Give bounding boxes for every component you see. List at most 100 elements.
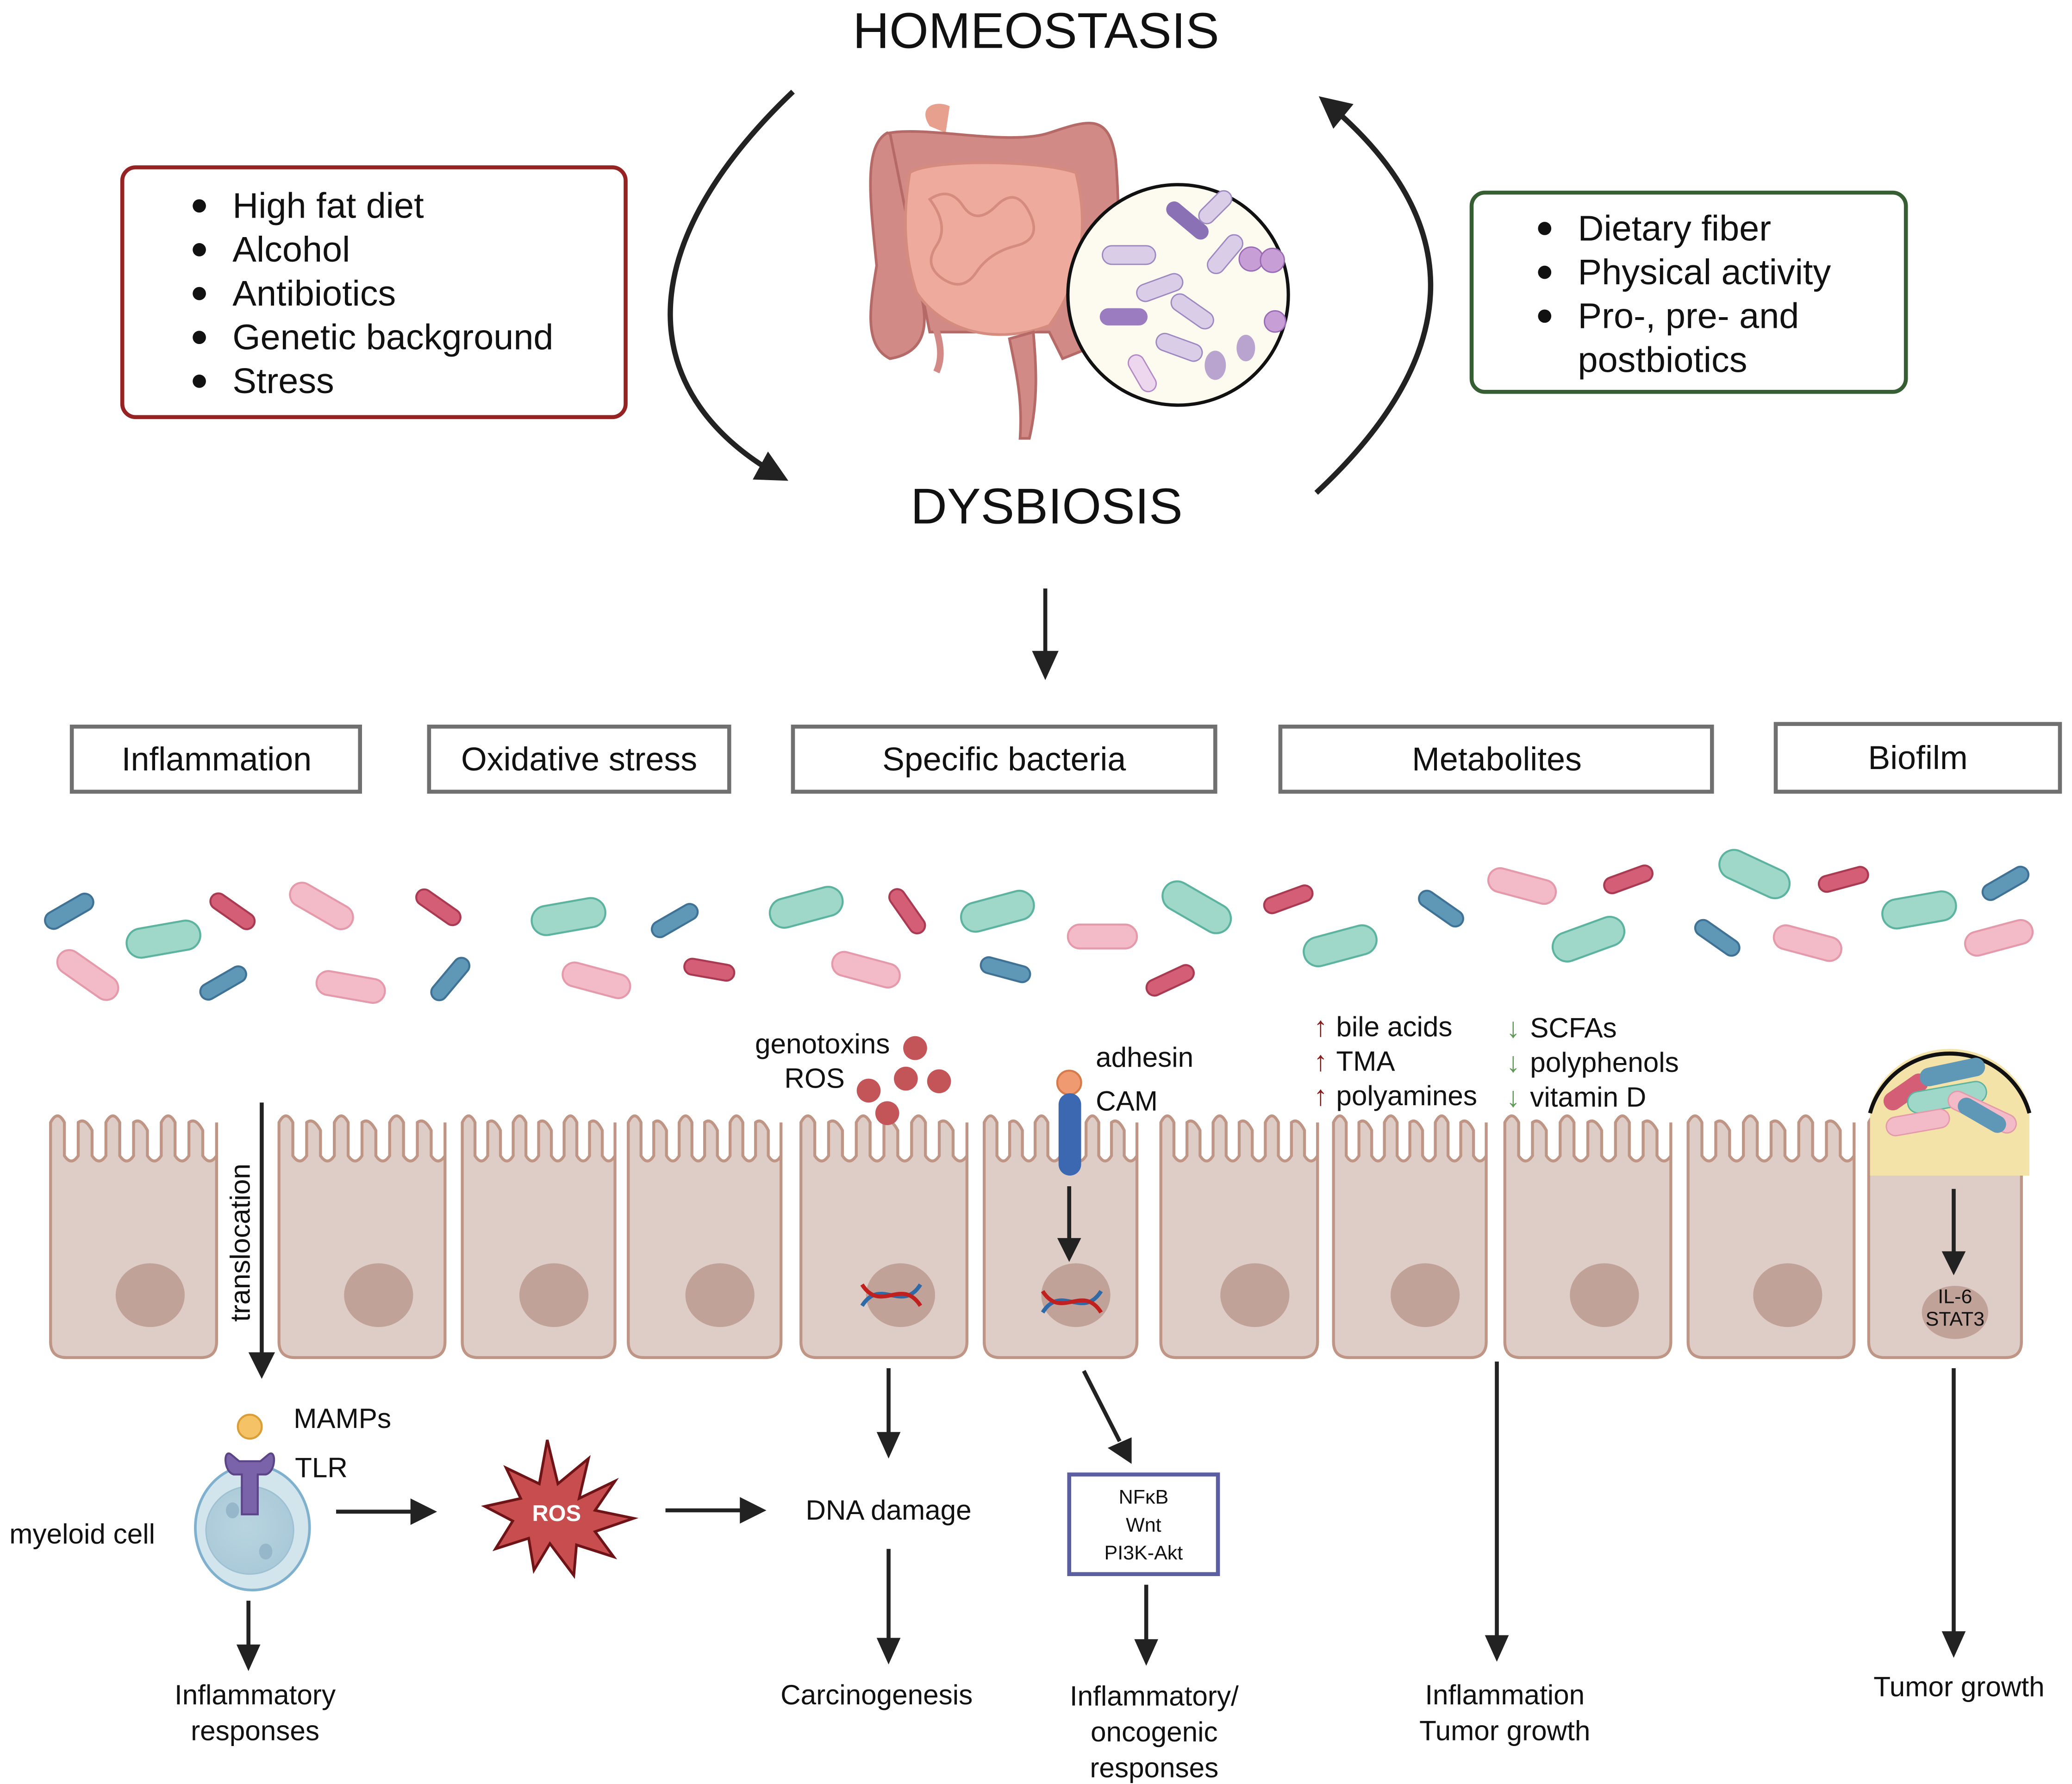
metabolite-down: SCFAs — [1530, 1012, 1616, 1044]
metabolites-up-list: ↑ bile acids ↑ TMA ↑ polyamines — [1314, 1011, 1477, 1111]
cam-to-pathways-arrowhead — [1107, 1437, 1132, 1464]
epithelial-cell — [461, 1114, 617, 1359]
bacterium-icon — [831, 951, 901, 989]
risk-factor-item: Stress — [232, 361, 334, 401]
epithelial-cell — [1686, 1114, 1856, 1359]
category-label: Biofilm — [1868, 739, 1967, 776]
il6-label: IL-6 — [1938, 1285, 1972, 1308]
inflammatory-responses-label: Inflammatory — [175, 1679, 336, 1710]
bacterium-icon — [562, 961, 631, 999]
nucleus-icon — [1753, 1263, 1822, 1327]
nucleus-icon — [519, 1263, 589, 1327]
protective-factor-item: Pro-, pre- and — [1578, 296, 1799, 336]
homeostasis-title: HOMEOSTASIS — [853, 2, 1219, 59]
nucleus-icon — [685, 1263, 755, 1327]
category-box-biofilm — [1773, 722, 2062, 794]
up-arrow-icon: ↑ — [1314, 1045, 1328, 1077]
metabolites-down-arrowhead — [1485, 1635, 1509, 1662]
pathway-label: NFκB — [1119, 1486, 1169, 1509]
metabolites-outcome-label: Tumor growth — [1419, 1715, 1590, 1746]
bacterium-icon — [44, 892, 94, 930]
nucleus-icon — [1570, 1263, 1639, 1327]
bacterium-icon — [209, 892, 256, 930]
nucleus-icon — [1391, 1263, 1460, 1327]
epithelial-layer — [49, 1114, 2023, 1359]
pathway-label: Wnt — [1126, 1514, 1161, 1536]
bacterium-icon — [56, 949, 119, 1001]
protective-factor-item: postbiotics — [1578, 340, 1747, 380]
bacterium-icon — [960, 889, 1035, 933]
tlr-label: TLR — [295, 1452, 348, 1483]
cam-receptor-icon — [1058, 1093, 1081, 1176]
dna-damage-label: DNA damage — [805, 1494, 971, 1526]
biofilm-down-arrowhead — [1941, 1631, 1966, 1658]
cam-signal-arrowhead — [1057, 1238, 1081, 1262]
category-label: Oxidative stress — [461, 741, 697, 778]
bacterium-icon — [1551, 915, 1626, 963]
bacterium-icon — [683, 958, 736, 982]
bacterium-icon — [980, 956, 1031, 983]
protective-factor-item: Dietary fiber — [1578, 208, 1772, 248]
intestine-icon — [869, 104, 1120, 440]
microbiota-magnifier-icon — [1066, 183, 1290, 407]
biofilm-outcome-label: Tumor growth — [1873, 1671, 2044, 1703]
cycle-arrow-right — [1314, 96, 1434, 495]
cycle-arrow-left — [668, 89, 795, 481]
risk-factor-item: Alcohol — [232, 230, 350, 269]
cam-to-pathways-arrow — [1082, 1370, 1122, 1442]
risk-factors-box — [120, 165, 628, 419]
ros-burst-label: ROS — [532, 1501, 581, 1526]
metabolites-outcome-label: Inflammation — [1425, 1679, 1585, 1710]
epithelial-cell — [982, 1114, 1139, 1359]
ros-burst-icon — [481, 1440, 639, 1579]
category-label: Inflammation — [122, 741, 312, 778]
category-box-metabolites — [1278, 725, 1714, 794]
nucleus-icon — [115, 1263, 185, 1327]
nucleus-icon — [1041, 1263, 1111, 1327]
signaling-pathways-box — [1067, 1472, 1220, 1577]
carcinogenesis-label: Carcinogenesis — [780, 1679, 973, 1710]
bacterium-icon — [1981, 865, 2029, 901]
dna-helix-icon — [1041, 1290, 1103, 1314]
metabolite-up: TMA — [1336, 1045, 1395, 1077]
myeloid-cell-label: myeloid cell — [9, 1518, 155, 1550]
protective-factors-list: Dietary fiber Physical activity Pro-, pr… — [1538, 208, 1831, 380]
bacterium-icon — [1161, 880, 1232, 934]
adhesin-icon — [1056, 1070, 1082, 1096]
inflam-onco-label: oncogenic — [1091, 1716, 1218, 1747]
epithelial-cell — [1503, 1114, 1673, 1359]
bacterium-icon — [315, 970, 386, 1004]
mamp-ligand-icon — [237, 1414, 263, 1440]
bacterium-icon — [650, 903, 699, 939]
dna-to-carcinogenesis-arrowhead — [876, 1638, 901, 1665]
bacterium-icon — [888, 888, 926, 935]
down-arrow-icon: ↓ — [1506, 1081, 1520, 1113]
category-box-inflammation — [69, 725, 362, 794]
epithelial-cell — [49, 1114, 218, 1359]
metabolite-down: vitamin D — [1530, 1081, 1646, 1113]
dysbiosis-down-arrowhead — [1032, 651, 1059, 680]
translocation-label: translocation — [225, 1164, 256, 1322]
epithelial-cell — [277, 1114, 447, 1359]
metabolite-up: polyamines — [1336, 1080, 1477, 1111]
genotoxins-label: genotoxins — [755, 1028, 890, 1059]
mamps-label: MAMPs — [293, 1402, 391, 1434]
bacterium-icon — [415, 888, 462, 926]
inflam-onco-label: Inflammatory/ — [1070, 1680, 1239, 1712]
myeloid-to-ros-arrowhead — [410, 1498, 437, 1525]
category-boxes: Inflammation Oxidative stress Specific b… — [69, 722, 2062, 794]
bacterium-icon — [430, 957, 471, 1002]
pathways-down-arrowhead — [1134, 1639, 1158, 1666]
bacterium-icon — [125, 920, 201, 959]
bacterium-icon — [1603, 864, 1654, 895]
translocation-arrowhead — [248, 1352, 275, 1379]
protective-factors-box — [1469, 190, 1908, 394]
dna-helix-icon — [860, 1283, 923, 1307]
biofilm-icon — [1868, 1049, 2032, 1176]
category-label: Metabolites — [1412, 741, 1582, 778]
myeloid-down-arrowhead — [236, 1644, 261, 1671]
risk-factor-item: Antibiotics — [232, 274, 396, 313]
bacterium-icon — [1772, 924, 1842, 962]
epithelial-cell — [1159, 1114, 1319, 1359]
